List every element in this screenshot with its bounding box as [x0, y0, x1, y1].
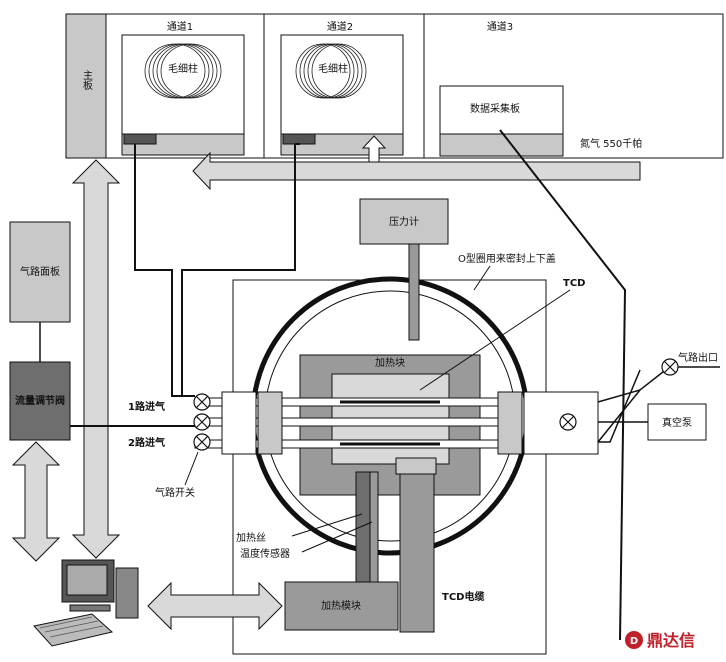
outlet-valve: [559, 413, 577, 431]
tcd-cable-column: [399, 473, 435, 633]
watermark-text: 鼎达信: [647, 631, 695, 650]
channel1-detector-block: [123, 133, 157, 145]
tcd-label: TCD: [563, 278, 585, 289]
daq-board-label: 数据采集板: [470, 102, 520, 115]
gas-panel: [9, 221, 71, 323]
channel1-label: 通道1: [167, 20, 193, 33]
instrument-cabinet: 主板 通道1 通道2 通道3 毛细柱 毛细柱: [65, 13, 724, 159]
heating-wire-rod: [355, 471, 371, 583]
right-fittings: [497, 391, 599, 455]
flow-regulating-valve: [9, 361, 71, 441]
cabinet-computer-arrow: [71, 159, 121, 559]
capillary-coil-2: [295, 43, 367, 99]
inlet-valves: [193, 393, 211, 451]
watermark-logo: D 鼎达信: [625, 631, 695, 650]
heating-module: [284, 581, 399, 631]
capillary-coil-1: [144, 43, 222, 99]
computer-icon: [33, 559, 139, 647]
pressure-gauge-label: 压力计: [389, 215, 419, 228]
vacuum-pump: [647, 403, 707, 441]
left-fittings: [221, 391, 283, 455]
temp-sensor-rod: [369, 471, 379, 583]
channel2-detector-block: [282, 133, 316, 145]
temp-sensor-label: 温度传感器: [240, 547, 290, 560]
mainboard-panel: [65, 13, 107, 159]
gas-outlet-label: 气路出口: [678, 351, 718, 364]
vacuum-pump-label: 真空泵: [662, 416, 692, 429]
flow-valve-label: 流量调节阀: [15, 394, 65, 407]
nitrogen-label: 氮气 550千帕: [580, 137, 642, 150]
heating-wire-label: 加热丝: [236, 531, 266, 544]
heating-block-label: 加热块: [375, 356, 405, 369]
inlet2-label: 2路进气: [128, 436, 165, 449]
capillary2-label: 毛细柱: [318, 62, 348, 75]
valve-computer-arrow: [11, 441, 61, 562]
gas-panel-label: 气路面板: [20, 265, 60, 278]
module-computer-arrow: [147, 581, 283, 631]
nitrogen-supply-arrow: [192, 135, 641, 191]
tcd-cable-label: TCD电缆: [442, 590, 484, 603]
svg-text:D: D: [630, 636, 638, 647]
channel3-label: 通道3: [487, 20, 513, 33]
heating-module-label: 加热模块: [321, 599, 361, 612]
channel2-label: 通道2: [327, 20, 353, 33]
pressure-gauge-stem: [408, 243, 420, 341]
gas-outlet-valve: [661, 358, 679, 376]
mainboard-label: 主板: [81, 70, 93, 91]
capillary1-label: 毛细柱: [168, 62, 198, 75]
gas-switch-label: 气路开关: [155, 486, 195, 499]
inlet1-label: 1路进气: [128, 400, 165, 413]
tcd-cable-connector: [395, 457, 437, 475]
oring-label: O型圈用来密封上下盖: [458, 252, 556, 265]
pressure-gauge: [359, 198, 449, 245]
